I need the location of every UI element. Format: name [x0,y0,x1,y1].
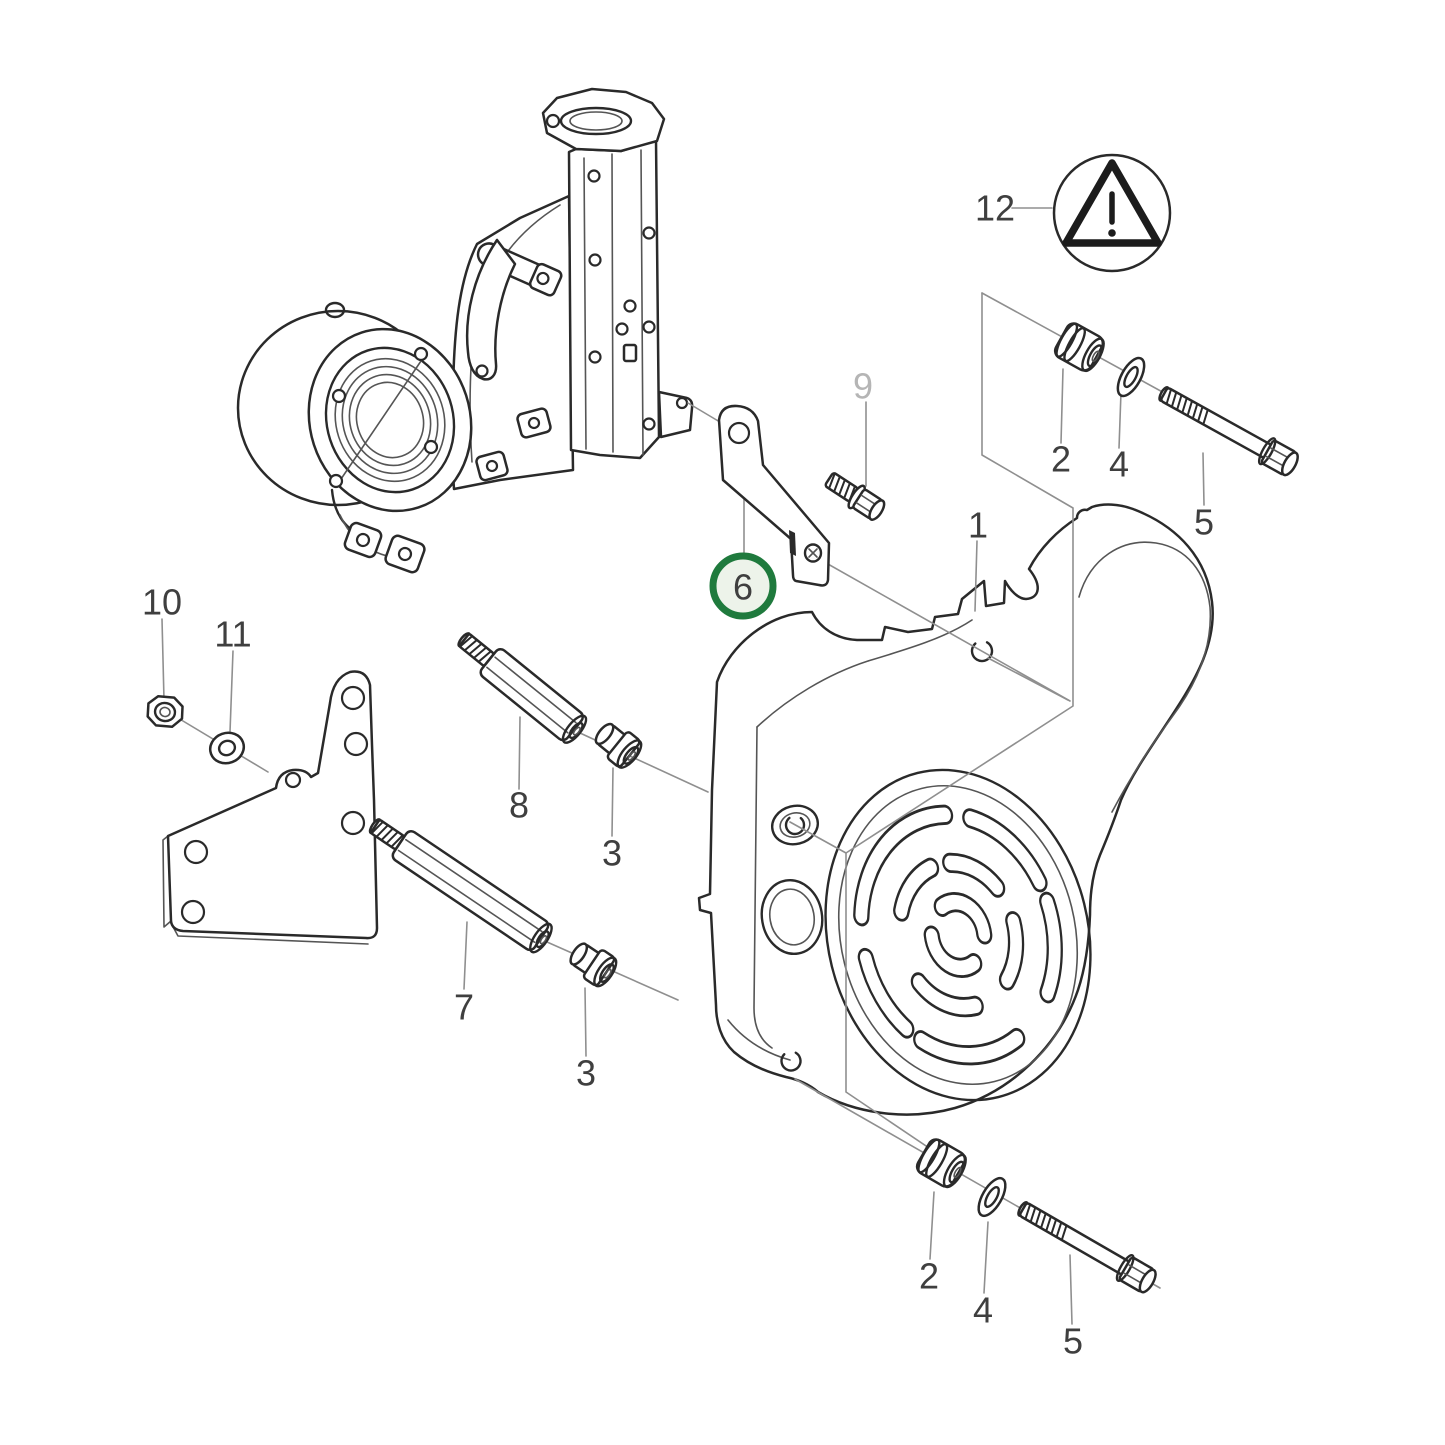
washer-4-top [1116,356,1146,398]
highlight-ring [709,552,777,620]
bushing-2-bottom [915,1138,967,1189]
spacer-3-lower [569,942,618,988]
screw-9 [824,472,886,521]
callout-4-top: 4 [1109,444,1129,485]
callout-4-bottom: 4 [973,1290,993,1331]
engine-bracket-assembly [236,87,694,574]
fan-vent-area [824,768,1092,1102]
callout-3-upper: 3 [602,833,622,874]
callout-6: 6 [733,567,753,608]
callout-8: 8 [509,785,529,826]
callout-11: 11 [214,614,251,655]
callout-10: 10 [142,582,182,623]
stay-bracket-6 [717,404,831,587]
callout-9: 9 [853,366,873,407]
nut-10 [146,694,184,729]
washer-11 [208,731,246,765]
standoff-7 [368,818,553,954]
callout-7: 7 [454,987,474,1028]
mounting-plate [162,670,379,945]
callout-12: 12 [975,188,1015,229]
callout-5-bottom: 5 [1063,1321,1083,1362]
warning-triangle-icon [1062,159,1162,247]
bolt-5-top [1158,386,1299,477]
bushing-2-top [1053,322,1105,373]
callout-leader-lines [161,207,1205,1325]
warning-symbol [1052,153,1172,273]
callout-2-top: 2 [1051,439,1071,480]
spacer-3-upper [594,722,643,769]
standoff-8 [457,632,588,744]
timing-cover [697,503,1214,1116]
bolt-5-bottom [1017,1201,1157,1294]
callout-labels: 1 2 2 3 3 4 4 5 5 7 8 9 10 11 12 [142,188,1214,1362]
callout-5-top: 5 [1194,502,1214,543]
callout-3-lower: 3 [576,1053,596,1094]
callout-1: 1 [968,505,988,546]
highlighted-callout-6[interactable]: 6 [709,552,777,620]
callout-2-bottom: 2 [919,1256,939,1297]
washer-4-bottom [977,1176,1007,1218]
